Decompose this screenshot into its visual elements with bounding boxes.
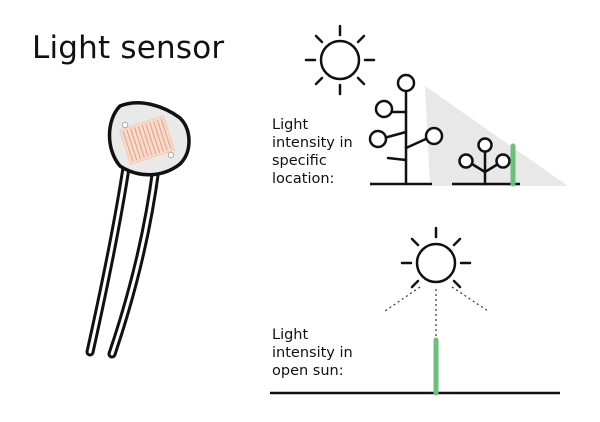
label-specific-location: Light intensity in specific location: (272, 116, 353, 188)
sun-icon (400, 226, 472, 289)
diagram-title: Light sensor (32, 30, 225, 66)
sun-icon (304, 24, 376, 96)
label-line: location: (272, 171, 335, 187)
label-open-sun: Light intensity in open sun: (272, 326, 353, 380)
shadow-area (425, 86, 568, 186)
sun-rays-icon (384, 286, 489, 338)
label-line: Light (272, 117, 309, 133)
label-line: intensity in (272, 135, 353, 151)
plant-icon (458, 137, 511, 186)
label-line: Light (272, 327, 309, 343)
light-sensor-icon (85, 101, 191, 359)
sensor-track (118, 115, 176, 165)
label-line: specific (272, 153, 327, 169)
label-line: open sun: (272, 363, 344, 379)
plant-icon (368, 73, 444, 186)
label-line: intensity in (272, 345, 353, 361)
